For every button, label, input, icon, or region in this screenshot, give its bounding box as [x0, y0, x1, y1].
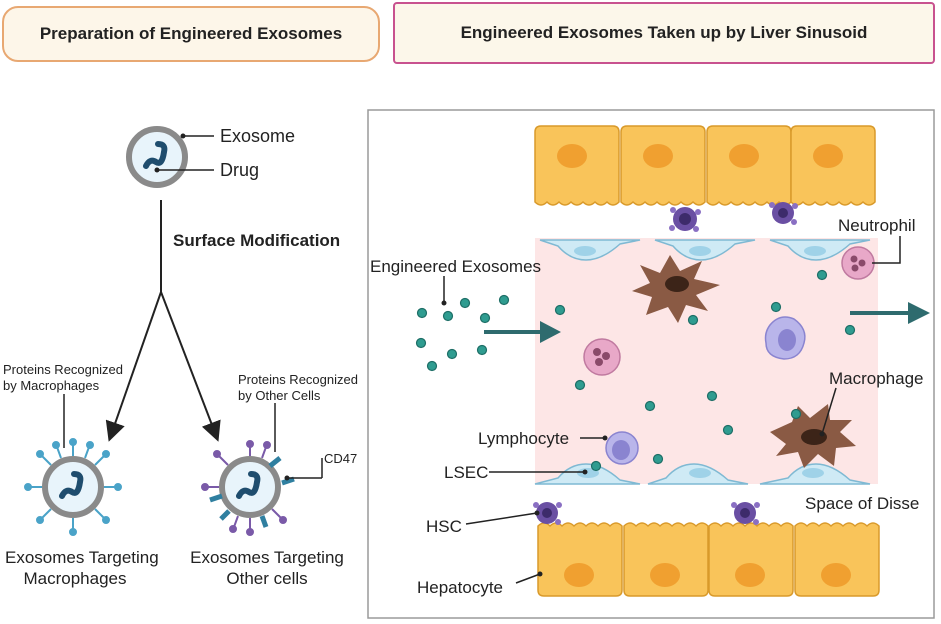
engineered-exosome-dots [415, 269, 856, 472]
targeting-other-label: Exosomes Targeting Other cells [182, 547, 352, 589]
hepatocyte-nuclei-bottom [564, 563, 851, 587]
hsc-label: HSC [426, 517, 462, 536]
space-of-disse-label: Space of Disse [805, 494, 920, 513]
right-panel-leaders [443, 236, 901, 584]
proteins-other-label: Proteins Recognized by Other Cells [238, 372, 358, 404]
proteins-other-line1: Proteins Recognized [238, 372, 358, 387]
flow-arrow-in [484, 321, 561, 343]
right-panel-leader-dots [441, 300, 825, 577]
macrophage-label: Macrophage [829, 369, 924, 388]
targeting-macrophages-line2: Macrophages [23, 569, 127, 588]
proteins-macrophages-line2: by Macrophages [3, 378, 100, 393]
neutrophil-label: Neutrophil [838, 216, 916, 235]
header-liver-sinusoid: Engineered Exosomes Taken up by Liver Si… [393, 2, 935, 64]
hsc-bottom-1 [533, 502, 562, 525]
header-preparation: Preparation of Engineered Exosomes [2, 6, 380, 62]
hsc-bottom-2 [731, 502, 760, 525]
lymphocyte-labeled [605, 431, 639, 465]
targeting-macrophages-label: Exosomes Targeting Macrophages [5, 547, 159, 589]
neutrophil-labeled [841, 246, 875, 280]
drug-label: Drug [220, 160, 260, 180]
exosome-targeting-other-icon [201, 440, 295, 536]
lsec-nuclei-bottom [577, 468, 824, 478]
neutrophil-lumen [583, 338, 621, 376]
exosome-top-icon [126, 126, 188, 188]
targeting-other-line2: Other cells [226, 569, 308, 588]
branch-arrow-left [105, 291, 162, 442]
hepatocyte-nuclei-top [557, 144, 843, 168]
macrophage-top [632, 255, 720, 323]
branch-arrow-right [160, 291, 221, 442]
header-liver-sinusoid-text: Engineered Exosomes Taken up by Liver Si… [460, 23, 868, 42]
proteins-macrophages-line1: Proteins Recognized [3, 362, 123, 377]
targeting-macrophages-line1: Exosomes Targeting [5, 548, 159, 567]
proteins-other-line2: by Other Cells [238, 388, 321, 403]
targeting-other-line1: Exosomes Targeting [190, 548, 344, 567]
lymphocyte-label: Lymphocyte [478, 429, 570, 448]
header-preparation-text: Preparation of Engineered Exosomes [39, 24, 343, 43]
hsc-top-2 [769, 202, 798, 225]
hepatocyte-label: Hepatocyte [417, 578, 503, 597]
hepatocyte-row-bottom [537, 522, 880, 597]
exosome-targeting-macrophages-icon [24, 438, 122, 536]
lsec-nuclei-top [574, 246, 826, 256]
cd47-label: CD47 [324, 451, 358, 466]
hsc-top-1 [669, 207, 701, 232]
lsec-label: LSEC [444, 463, 489, 482]
exosome-label: Exosome [220, 126, 296, 146]
proteins-macrophages-label: Proteins Recognized by Macrophages [3, 362, 123, 394]
engineered-exosomes-label: Engineered Exosomes [370, 257, 542, 276]
lymphocyte-lumen [764, 316, 806, 360]
surface-modification-label: Surface Modification [173, 231, 341, 250]
flow-arrow-out [850, 302, 930, 324]
